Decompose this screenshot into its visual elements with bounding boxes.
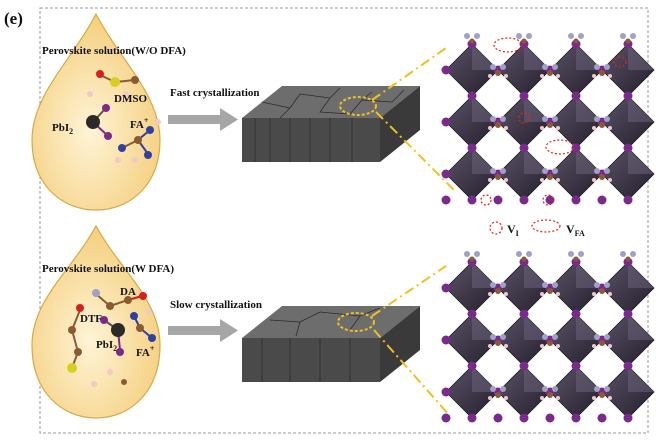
bottom-film xyxy=(242,306,420,382)
bottom-process-arrow xyxy=(168,319,238,342)
top-process-arrow xyxy=(168,108,238,131)
fa-vacancy-label: VFA xyxy=(566,222,585,238)
fa-cation xyxy=(488,168,508,182)
fa-cation xyxy=(592,334,612,348)
fa-cation xyxy=(488,334,508,348)
fa-cation xyxy=(592,386,612,400)
iodine-atom xyxy=(571,91,581,101)
oxygen-atom xyxy=(96,70,104,78)
panel-label: (e) xyxy=(4,9,23,28)
iodine-atom xyxy=(467,195,477,205)
iodine-atom xyxy=(519,361,529,371)
fa-cation xyxy=(540,168,560,182)
bottom-pbi2-label: PbI2 xyxy=(96,339,117,353)
bottom-perovskite-lattice xyxy=(441,251,655,423)
bottom-da-label: DA xyxy=(120,286,136,298)
iodine-atom xyxy=(519,309,529,319)
bottom-dtf-label: DTF xyxy=(80,313,102,325)
bottom-molecules xyxy=(67,289,156,387)
fa-cation xyxy=(540,386,560,400)
iodine-atom xyxy=(571,361,581,371)
fa-cation xyxy=(488,116,508,130)
iodine-vacancy-symbol xyxy=(489,221,503,235)
bottom-droplet xyxy=(31,224,161,419)
top-process-label: Fast crystallization xyxy=(170,87,260,99)
fa-vacancy-symbol xyxy=(531,219,561,233)
iodine-atom xyxy=(571,413,581,423)
fa-cation xyxy=(540,116,560,130)
top-zoom-lines xyxy=(371,47,457,193)
sulfur-atom xyxy=(67,363,77,373)
iodine-atom xyxy=(467,309,477,319)
iodine-atom xyxy=(467,361,477,371)
fa-cation xyxy=(488,386,508,400)
top-perovskite-lattice xyxy=(441,33,655,205)
iodine-vacancy-label: VI xyxy=(507,222,519,238)
fa-cation xyxy=(540,282,560,296)
fa-cation xyxy=(592,116,612,130)
top-vacancy-markers xyxy=(480,37,627,206)
iodine-atom xyxy=(467,143,477,153)
fa-cation xyxy=(592,168,612,182)
iodine-atom xyxy=(623,361,633,371)
grain-boundary-highlight xyxy=(339,96,377,116)
fa-cation xyxy=(540,334,560,348)
iodine-atom xyxy=(519,195,529,205)
top-dmso-label: DMSO xyxy=(114,93,147,105)
iodine-atom xyxy=(467,91,477,101)
iodine-atom xyxy=(623,309,633,319)
sulfur-atom xyxy=(110,77,120,87)
iodine-atom xyxy=(571,309,581,319)
iodine-atom xyxy=(571,195,581,205)
fa-cation xyxy=(488,64,508,78)
bottom-solution-title: Perovskite solution(W DFA) xyxy=(42,263,174,275)
top-pbi2-label: PbI2 xyxy=(52,122,73,136)
iodine-atom xyxy=(623,91,633,101)
iodine-atom xyxy=(519,413,529,423)
top-film xyxy=(242,86,420,162)
lead-atom xyxy=(111,323,125,337)
grain-boundary-highlight xyxy=(337,312,375,332)
iodine-atom xyxy=(519,143,529,153)
iodine-atom xyxy=(623,143,633,153)
iodine-atom xyxy=(623,413,633,423)
bottom-fa-label: FA+ xyxy=(136,344,155,359)
fa-cation xyxy=(592,64,612,78)
bottom-process-label: Slow crystallization xyxy=(170,299,262,311)
top-fa-label: FA+ xyxy=(130,116,149,131)
top-solution-title: Perovskite solution(W/O DFA) xyxy=(42,45,186,57)
iodine-atom xyxy=(102,104,110,112)
fa-cation xyxy=(592,282,612,296)
iodine-atom xyxy=(100,316,108,324)
vacancy-legend: VI VFA xyxy=(489,219,585,238)
fa-cation xyxy=(540,64,560,78)
iodine-atom xyxy=(623,195,633,205)
top-molecules xyxy=(86,70,161,163)
fa-cation xyxy=(488,282,508,296)
iodine-atom xyxy=(519,91,529,101)
iodine-atom xyxy=(571,143,581,153)
iodine-atom xyxy=(467,413,477,423)
top-droplet xyxy=(31,12,161,211)
panel-border xyxy=(39,7,649,434)
bottom-zoom-lines xyxy=(371,265,451,417)
lead-atom xyxy=(86,115,100,129)
